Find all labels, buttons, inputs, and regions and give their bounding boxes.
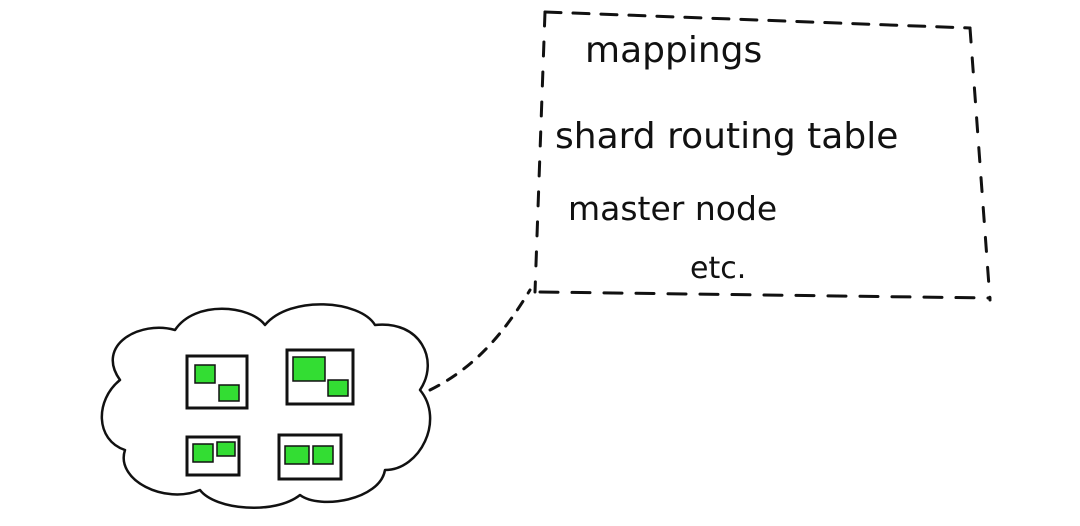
shard — [312, 445, 334, 465]
shard — [218, 384, 240, 402]
shard — [284, 445, 310, 465]
cluster-node-3 — [185, 435, 241, 477]
callout-line-etc: etc. — [690, 251, 746, 286]
cluster-node-1 — [185, 354, 249, 410]
shard — [194, 364, 216, 384]
callout-line-mappings: mappings — [585, 30, 762, 71]
callout-top-edge — [543, 10, 972, 30]
callout-right-edge — [968, 26, 992, 302]
callout-box — [533, 10, 992, 302]
cluster-node-4 — [277, 433, 343, 481]
callout-left-edge — [533, 10, 547, 294]
shard — [327, 379, 349, 397]
shard — [292, 356, 326, 382]
shard — [192, 443, 214, 463]
callout-line-shard-routing-table: shard routing table — [555, 116, 898, 157]
cluster-node-2 — [285, 348, 355, 406]
cluster-cloud — [100, 303, 432, 509]
connector-line — [428, 288, 532, 392]
callout-line-master-node: master node — [568, 189, 777, 228]
shard — [216, 441, 236, 457]
callout-bottom-edge — [538, 290, 992, 300]
